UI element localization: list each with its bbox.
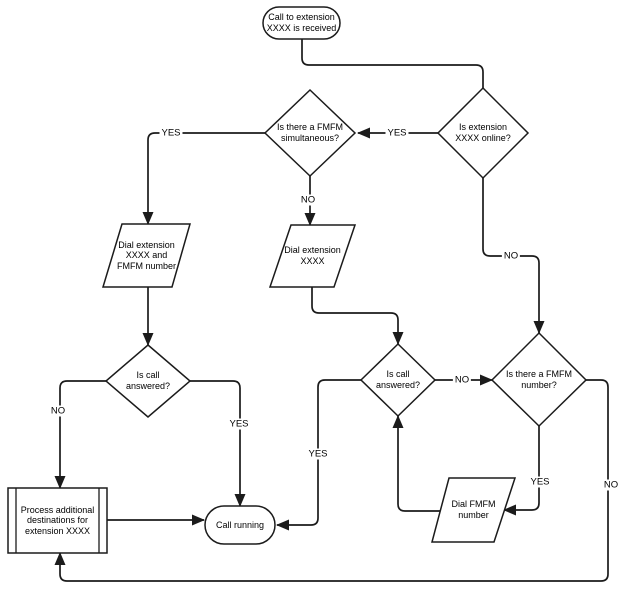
start-terminator-shape	[262, 6, 341, 40]
is-fmfm-simultaneous-decision-shape	[263, 88, 357, 178]
process-additional-shape	[7, 487, 108, 554]
dial-fmfm-io-shape	[431, 477, 517, 543]
dial-ext-io-shape	[268, 224, 357, 288]
edge-simultaneous-yes-to-dial-ext-fmfm	[142, 132, 265, 225]
edge-online-no-to-fmfm-number	[482, 178, 545, 334]
call-running-terminator-shape	[204, 505, 276, 545]
is-online-decision-shape	[436, 86, 530, 180]
edge-fmfm-number-yes-to-dial-fmfm	[503, 426, 540, 516]
edges	[54, 39, 609, 582]
is-answered-right-decision-shape	[359, 342, 437, 418]
edge-fmfm-number-no-to-process	[54, 379, 609, 582]
is-fmfm-number-decision-shape	[490, 331, 588, 428]
edge-start-to-is-online	[301, 39, 484, 88]
is-answered-left-decision-shape	[104, 344, 192, 418]
edge-dial-ext-to-answered-right	[311, 287, 404, 345]
nodes	[7, 6, 588, 554]
edge-answered-right-yes-to-call-running	[276, 379, 361, 531]
edge-dial-fmfm-to-answered-right	[392, 415, 441, 512]
dial-ext-fmfm-io-shape	[101, 223, 191, 288]
edge-answered-left-yes-to-call-running	[190, 380, 246, 507]
edge-answered-left-no-to-process	[54, 380, 106, 489]
